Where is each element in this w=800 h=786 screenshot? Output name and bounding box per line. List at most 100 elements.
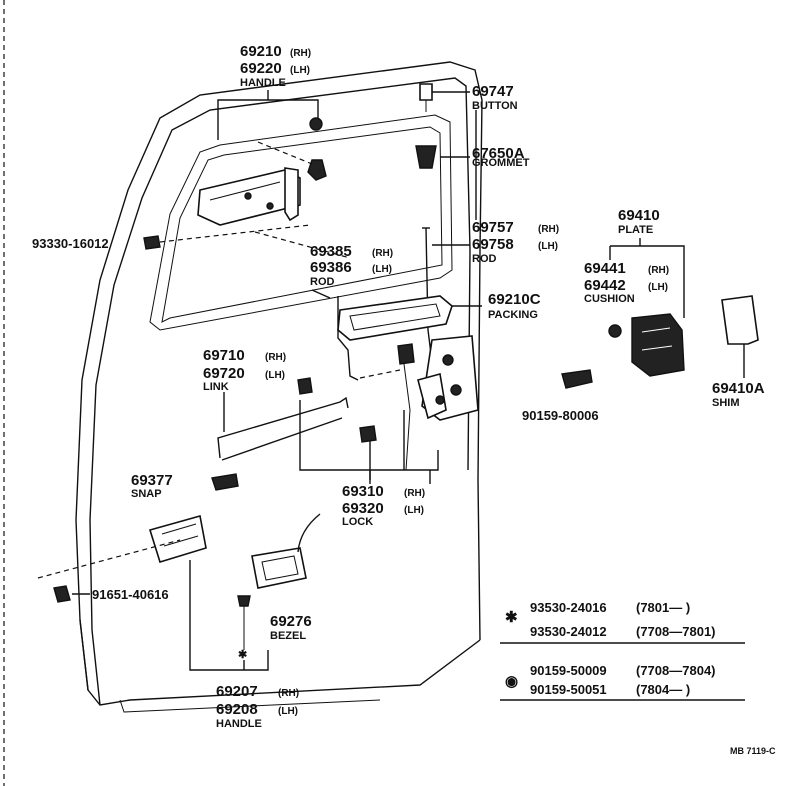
legend-row-3-range: (7708—7804) <box>636 663 716 678</box>
part-number: 69320 <box>342 500 384 517</box>
part-name: SNAP <box>131 488 162 500</box>
callout-rod-lower: 69385 (RH) 69386 (LH) ROD <box>310 243 393 288</box>
part-number: 93330-16012 <box>32 236 109 251</box>
callout-link: 69710 (RH) 69720 (LH) LINK <box>203 347 286 393</box>
side-label: (LH) <box>278 706 298 717</box>
legend-circle-icon: ◉ <box>505 673 518 690</box>
side-label: (LH) <box>372 264 392 275</box>
callout-button: 69747 BUTTON <box>472 83 518 112</box>
legend-row-2-range: (7708—7801) <box>636 624 716 639</box>
bolt-left-part <box>143 235 161 250</box>
legend-asterisk-icon: ✱ <box>505 609 518 626</box>
part-name: BUTTON <box>472 100 518 112</box>
part-number: 91651-40616 <box>92 587 169 602</box>
part-number: 67650A <box>472 145 525 162</box>
plate-part <box>631 313 685 377</box>
part-number: 69210C <box>488 291 541 308</box>
callout-snap: 69377 SNAP <box>131 472 173 500</box>
part-name: ROD <box>472 253 497 265</box>
callout-handle-lower: 69207 (RH) 69208 (LH) HANDLE <box>216 683 299 730</box>
reference-code: MB 7119-C <box>730 746 776 756</box>
asterisk-marker: ✱ <box>238 649 247 661</box>
legend-row-1-range: (7801— ) <box>636 600 690 615</box>
upper-handle-part <box>197 117 327 226</box>
bolt-right-part <box>561 369 593 389</box>
button-part <box>419 83 433 112</box>
shim-part <box>721 295 759 345</box>
part-name: PLATE <box>618 224 653 236</box>
side-label: (LH) <box>538 241 558 252</box>
upper-rod-part <box>422 227 433 363</box>
legend-row-4-pn: 90159-50051 <box>530 682 607 697</box>
part-name: GROMMET <box>472 157 530 169</box>
part-number: 69276 <box>270 613 312 630</box>
part-name: HANDLE <box>240 77 286 89</box>
part-number: 69377 <box>131 472 173 489</box>
side-label: (RH) <box>265 352 286 363</box>
legend-row-1-pn: 93530-24016 <box>530 600 607 615</box>
screw-left-part <box>53 585 71 603</box>
part-name: HANDLE <box>216 718 262 730</box>
reference-code-text: MB 7119-C <box>730 746 776 756</box>
link-clip-part <box>297 377 313 395</box>
lock-small-clip-part <box>359 425 377 443</box>
part-number: 90159-80006 <box>522 408 599 423</box>
side-label: (LH) <box>290 65 310 76</box>
part-name: BEZEL <box>270 630 306 642</box>
callout-rod-upper: 69757 (RH) 69758 (LH) ROD <box>472 219 559 265</box>
legend: ✱ 93530-24016 (7801— ) 93530-24012 (7708… <box>500 600 745 701</box>
side-label: (RH) <box>404 488 425 499</box>
part-name: SHIM <box>712 397 740 409</box>
lower-rod-part <box>337 296 359 381</box>
callout-lock: 69310 (RH) 69320 (LH) LOCK <box>342 483 425 528</box>
part-number: 69758 <box>472 236 514 253</box>
callout-grommet: 67650A GROMMET <box>472 145 530 169</box>
callout-screw-left: 91651-40616 <box>92 587 169 602</box>
part-number: 69208 <box>216 701 258 718</box>
part-number: 69410A <box>712 380 765 397</box>
legend-row-3-pn: 90159-50009 <box>530 663 607 678</box>
snap-part <box>211 473 239 491</box>
callout-shim: 69410A SHIM <box>712 380 765 409</box>
part-number: 69386 <box>310 259 352 276</box>
side-label: (RH) <box>538 224 559 235</box>
lock-part <box>397 335 479 471</box>
part-name: PACKING <box>488 309 538 321</box>
bezel-screw-part <box>237 595 251 607</box>
side-label: (RH) <box>278 688 299 699</box>
callout-bezel: 69276 BEZEL <box>270 613 312 642</box>
side-label: (RH) <box>648 265 669 276</box>
part-number: 69210 <box>240 43 282 60</box>
legend-row-4-range: (7804— ) <box>636 682 690 697</box>
lower-handle-part <box>148 514 207 563</box>
side-label: (RH) <box>372 248 393 259</box>
door-panel-outline <box>75 61 483 713</box>
part-name: CUSHION <box>584 293 635 305</box>
side-label: (LH) <box>265 370 285 381</box>
cushion-part <box>608 324 622 338</box>
side-label: (LH) <box>648 282 668 293</box>
part-number: 69207 <box>216 683 258 700</box>
part-name: LINK <box>203 381 229 393</box>
part-name: LOCK <box>342 516 373 528</box>
link-part <box>217 396 349 461</box>
part-number: 69310 <box>342 483 384 500</box>
bezel-part <box>251 547 307 589</box>
part-number: 69410 <box>618 207 660 224</box>
part-number: 69720 <box>203 365 245 382</box>
part-number: 69710 <box>203 347 245 364</box>
callout-bolt-left: 93330-16012 <box>32 236 109 251</box>
packing-part <box>337 295 453 341</box>
legend-row-2-pn: 93530-24012 <box>530 624 607 639</box>
asterisk-symbol: ✱ <box>238 649 247 661</box>
part-number: 69220 <box>240 60 282 77</box>
callout-cushion: 69441 (RH) 69442 (LH) CUSHION <box>584 260 669 305</box>
part-number: 69442 <box>584 277 626 294</box>
side-label: (RH) <box>290 48 311 59</box>
part-number: 69757 <box>472 219 514 236</box>
callout-packing: 69210C PACKING <box>488 291 541 321</box>
side-label: (LH) <box>404 505 424 516</box>
part-number: 69441 <box>584 260 626 277</box>
part-number: 69385 <box>310 243 352 260</box>
